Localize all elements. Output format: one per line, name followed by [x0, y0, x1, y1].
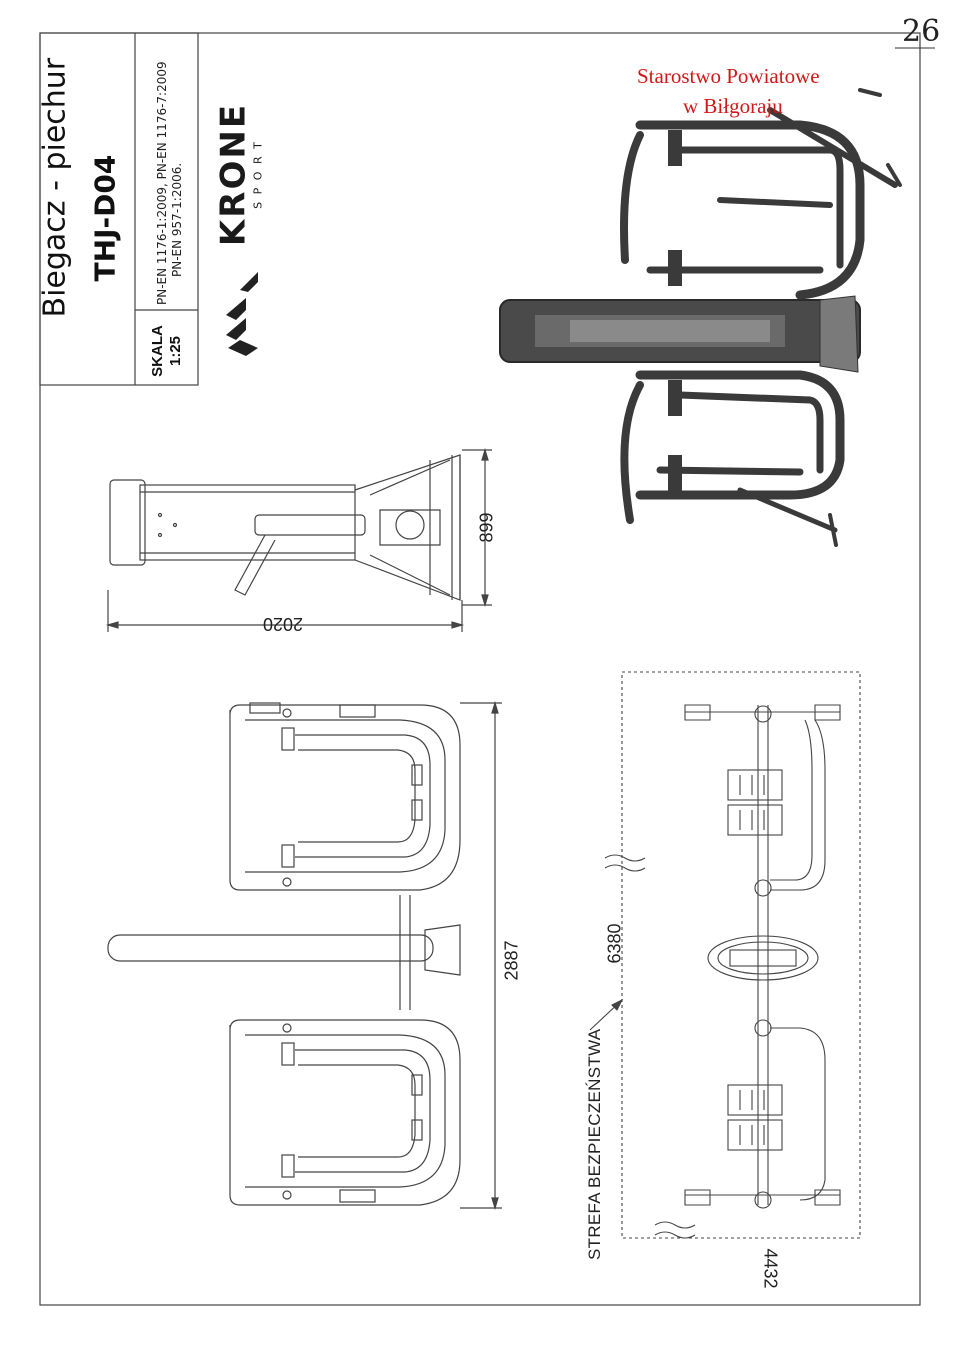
scale-label: SKALA: [149, 325, 166, 377]
krone-emblem: [226, 272, 258, 356]
krone-brand: KRONE: [213, 102, 254, 247]
title: Biegacz - piechur: [37, 57, 73, 318]
side-view: [105, 447, 492, 632]
front-view: [107, 700, 502, 1211]
dim-side-depth: 899: [476, 512, 497, 543]
safety-zone-label: STREFA BEZPIECZEŃSTWA: [585, 1028, 604, 1260]
scale-block: SKALA 1:25: [149, 311, 185, 391]
stamp-line-1: Starostwo Powiatowe: [637, 64, 820, 88]
dim-top-length: 2887: [501, 940, 522, 981]
krone-logo: KRONE S P O R T: [213, 95, 265, 255]
page-number: 26: [902, 14, 941, 49]
render-3d: [499, 88, 902, 547]
norms-block: PN-EN 1176-1:2009, PN-EN 1176-7:2009 PN-…: [155, 55, 185, 305]
dim-side-height: 2020: [262, 614, 304, 634]
norms-line-2: PN-EN 957-1:2006.: [170, 162, 184, 277]
dim-zone-width: 4432: [760, 1248, 781, 1289]
product-code: THJ-D04: [88, 154, 122, 282]
scale-value: 1:25: [167, 335, 184, 367]
title-block-frame: [39, 32, 199, 386]
safety-zone-view: [589, 671, 861, 1239]
stamp-line-2: w Biłgoraju: [683, 94, 783, 118]
dim-zone-length: 6380: [604, 923, 625, 964]
norms-line-1: PN-EN 1176-1:2009, PN-EN 1176-7:2009: [155, 61, 169, 305]
sheet-border: [39, 32, 921, 1306]
